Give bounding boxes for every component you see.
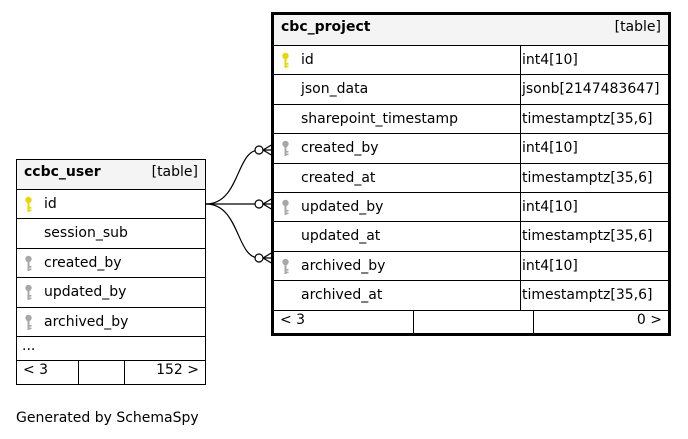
table-name: ccbc_user xyxy=(24,164,101,180)
column-name: id xyxy=(301,52,314,68)
footer-divider xyxy=(124,360,125,384)
column-divider xyxy=(520,192,521,222)
column-row-updated-by[interactable]: updated_by int4[10] xyxy=(274,192,668,223)
column-name: updated_by xyxy=(44,284,127,301)
column-row-session-sub[interactable]: session_sub xyxy=(17,219,205,249)
foreign-key-icon xyxy=(281,140,290,157)
relationship-line-archived-by xyxy=(205,203,260,259)
column-type: int4[10] xyxy=(522,140,578,157)
table-header: ccbc_user [table] xyxy=(17,160,205,190)
column-row-json-data[interactable]: json_data jsonb[2147483647] xyxy=(274,75,668,105)
relationship-line-created-by xyxy=(205,149,260,205)
column-type: int4[10] xyxy=(522,198,578,215)
column-name: created_by xyxy=(44,254,122,271)
column-type: jsonb[2147483647] xyxy=(522,81,660,98)
column-row-created-by[interactable]: created_by int4[10] xyxy=(274,134,668,164)
column-row-archived-at[interactable]: archived_at timestamptz[35,6] xyxy=(274,281,668,311)
column-divider xyxy=(520,251,521,281)
column-divider xyxy=(520,104,521,134)
foreign-key-icon xyxy=(281,199,290,216)
column-divider xyxy=(520,75,521,104)
footer-parents-count[interactable]: < 3 xyxy=(23,361,49,378)
column-row-updated-by[interactable]: updated_by xyxy=(17,278,205,308)
column-type: timestamptz[35,6] xyxy=(522,169,653,186)
generated-by-caption: Generated by SchemaSpy xyxy=(16,410,199,426)
column-name: updated_at xyxy=(301,228,381,245)
column-row-archived-by[interactable]: archived_by int4[10] xyxy=(274,251,668,282)
column-type: int4[10] xyxy=(522,257,578,274)
table-type-label: [table] xyxy=(151,164,198,180)
column-type: timestamptz[35,6] xyxy=(522,287,653,304)
table-name: cbc_project xyxy=(281,19,371,35)
footer-divider xyxy=(413,310,414,333)
column-row-id[interactable]: id xyxy=(17,190,205,220)
foreign-key-icon xyxy=(281,258,290,275)
footer-parents-count[interactable]: < 3 xyxy=(280,311,306,328)
column-name: archived_by xyxy=(44,313,129,330)
column-row-created-by[interactable]: created_by xyxy=(17,248,205,279)
column-type: int4[10] xyxy=(522,52,578,68)
table-ccbc-user[interactable]: ccbc_user [table] id session_sub created_b… xyxy=(16,159,206,385)
column-name: session_sub xyxy=(44,225,128,242)
primary-key-icon xyxy=(24,196,33,213)
foreign-key-icon xyxy=(24,314,33,331)
footer-children-count[interactable]: 0 > xyxy=(636,311,662,328)
table-type-label: [table] xyxy=(614,19,661,35)
optional-marker-archived-by xyxy=(254,253,264,263)
column-row-id[interactable]: id int4[10] xyxy=(274,46,668,76)
optional-marker-created-by xyxy=(254,145,264,155)
column-divider xyxy=(520,134,521,163)
column-name: sharepoint_timestamp xyxy=(301,110,459,127)
column-divider xyxy=(520,163,521,192)
column-name: archived_at xyxy=(301,287,383,304)
foreign-key-icon xyxy=(24,255,33,272)
column-divider xyxy=(520,281,521,310)
table-footer: < 3 0 > xyxy=(274,310,668,333)
primary-key-icon xyxy=(281,52,290,69)
column-name: json_data xyxy=(301,81,369,98)
column-divider xyxy=(520,222,521,251)
column-row-created-at[interactable]: created_at timestamptz[35,6] xyxy=(274,163,668,193)
column-row-sharepoint-timestamp[interactable]: sharepoint_timestamp timestamptz[35,6] xyxy=(274,104,668,135)
optional-marker-updated-by xyxy=(254,199,264,209)
table-footer: < 3 152 > xyxy=(17,360,205,384)
table-header: cbc_project [table] xyxy=(274,15,668,46)
column-divider xyxy=(520,46,521,75)
footer-divider xyxy=(533,310,534,333)
column-type: timestamptz[35,6] xyxy=(522,110,653,127)
column-name: archived_by xyxy=(301,257,386,274)
column-name: created_at xyxy=(301,169,376,186)
footer-divider xyxy=(78,360,79,384)
foreign-key-icon xyxy=(24,284,33,301)
column-list: id int4[10] json_data jsonb[2147483647] shar… xyxy=(274,46,668,311)
column-row-updated-at[interactable]: updated_at timestamptz[35,6] xyxy=(274,222,668,252)
column-row-archived-by[interactable]: archived_by xyxy=(17,307,205,337)
column-name: id xyxy=(44,196,57,212)
footer-children-count[interactable]: 152 > xyxy=(156,361,199,378)
more-columns-text: ... xyxy=(22,337,36,354)
column-type: timestamptz[35,6] xyxy=(522,228,653,245)
more-columns-indicator: ... xyxy=(17,336,205,361)
column-name: created_by xyxy=(301,140,379,157)
column-name: updated_by xyxy=(301,198,384,215)
